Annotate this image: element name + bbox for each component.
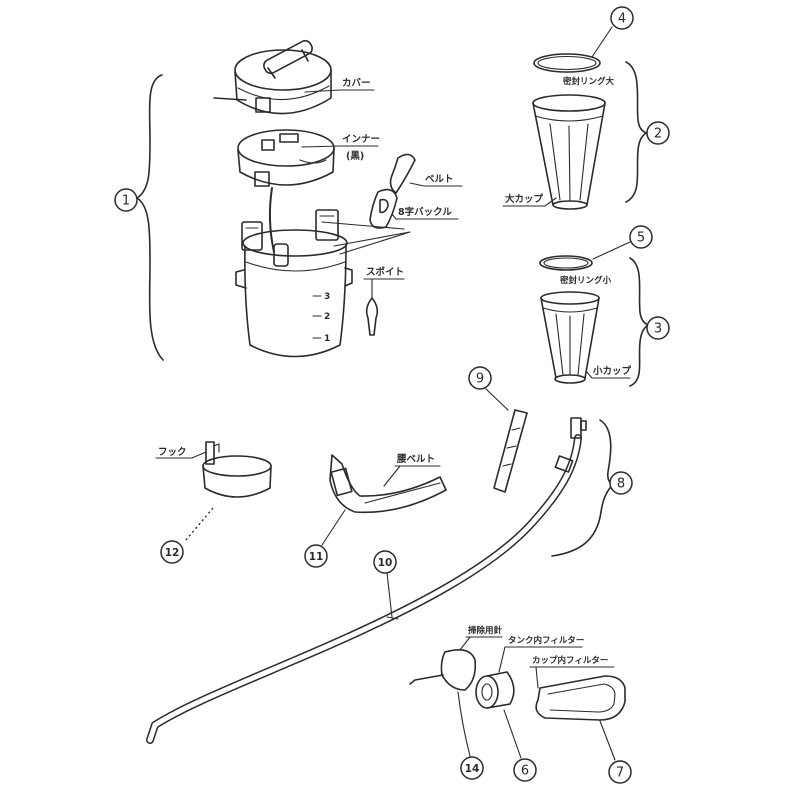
callout-2: 2 bbox=[646, 121, 670, 145]
callout-4-number: 4 bbox=[618, 12, 626, 27]
callout-14: 14 bbox=[460, 756, 484, 780]
callout-8-number: 8 bbox=[617, 477, 625, 492]
callout-9-number: 9 bbox=[476, 372, 484, 387]
callout-8: 8 bbox=[609, 471, 633, 495]
hook-ring-leader bbox=[185, 507, 214, 541]
ring-small-leader bbox=[592, 241, 631, 260]
tank-filter-leader bbox=[498, 646, 583, 673]
cup-filter-callout-leader bbox=[599, 720, 616, 761]
callout-12: 12 bbox=[160, 540, 184, 564]
cover-leader bbox=[304, 89, 375, 93]
callout-2-number: 2 bbox=[654, 127, 662, 142]
cup-large-label: 大カップ bbox=[505, 193, 544, 205]
belt-label: ベルト bbox=[425, 174, 454, 185]
brace-3 bbox=[629, 257, 649, 387]
ring-large-part bbox=[533, 53, 601, 73]
buckle-part bbox=[369, 188, 398, 229]
tank-filter-part bbox=[475, 671, 515, 709]
callout-12-number: 12 bbox=[165, 547, 180, 559]
tank-filter-callout-leader bbox=[503, 709, 522, 759]
brace-1 bbox=[136, 74, 164, 361]
waist-belt-callout-leader bbox=[321, 509, 346, 546]
callout-10: 10 bbox=[373, 550, 397, 574]
cup-filter-leader bbox=[529, 666, 615, 689]
callout-9: 9 bbox=[468, 366, 492, 390]
callout-11-number: 11 bbox=[309, 551, 324, 563]
tube-connector bbox=[554, 417, 587, 473]
ring-large-label: 密封リング大 bbox=[562, 76, 615, 87]
waist-belt-label: 腰ベルト bbox=[396, 454, 435, 465]
tank-scale-1: 1 bbox=[324, 334, 330, 344]
inner-label: インナー bbox=[342, 134, 380, 145]
waist-belt-part bbox=[329, 454, 447, 514]
dropper-leader bbox=[363, 278, 405, 299]
hook-label: フック bbox=[158, 447, 187, 458]
callout-6-number: 6 bbox=[521, 764, 529, 779]
callout-3-number: 3 bbox=[654, 322, 662, 337]
inner-part bbox=[237, 129, 335, 253]
callout-1-number: 1 bbox=[122, 194, 130, 209]
belt-part bbox=[389, 153, 416, 194]
buckle-label: 8字バックル bbox=[398, 206, 452, 218]
callout-6: 6 bbox=[513, 758, 537, 782]
belt-leader bbox=[409, 182, 463, 187]
cleaning-needle-part bbox=[409, 649, 477, 691]
tube-10-leader bbox=[386, 572, 399, 620]
dropper-label: スポイト bbox=[366, 266, 404, 278]
hook-ring-part bbox=[202, 441, 272, 498]
needle-callout-leader bbox=[457, 691, 471, 757]
tank-part bbox=[235, 209, 353, 358]
callout-3: 3 bbox=[646, 316, 670, 340]
ring-large-leader bbox=[591, 26, 613, 58]
strap-9-leader bbox=[485, 388, 509, 411]
callout-5: 5 bbox=[629, 225, 653, 249]
cup-large-part bbox=[532, 94, 606, 210]
tank-scale-3: 3 bbox=[324, 292, 330, 302]
needle-label: 掃除用針 bbox=[468, 625, 503, 636]
cup-filter-part bbox=[535, 675, 626, 721]
hook-leader bbox=[155, 451, 207, 459]
callout-11: 11 bbox=[304, 544, 328, 568]
inner-leader bbox=[301, 145, 379, 148]
callout-14-number: 14 bbox=[465, 763, 480, 775]
cover-label: カバー bbox=[342, 77, 371, 89]
cup-small-leader bbox=[585, 370, 631, 379]
callout-4: 4 bbox=[610, 6, 634, 30]
cover-part bbox=[213, 39, 332, 115]
ring-small-part bbox=[539, 255, 593, 271]
callout-5-number: 5 bbox=[637, 231, 645, 246]
callout-10-number: 10 bbox=[378, 557, 393, 569]
tank-filter-label: タンク内フィルター bbox=[508, 635, 584, 646]
callout-7: 7 bbox=[608, 760, 632, 784]
dropper-part bbox=[365, 297, 379, 336]
needle-leader bbox=[459, 636, 503, 651]
buckle-clip-leaders bbox=[321, 221, 411, 255]
tube-part bbox=[146, 434, 582, 744]
callout-1: 1 bbox=[114, 188, 138, 212]
callout-7-number: 7 bbox=[616, 766, 624, 781]
inner-note-label: (黒) bbox=[346, 151, 364, 162]
cup-filter-label: カップ内フィルター bbox=[532, 655, 608, 666]
waist-belt-leader bbox=[383, 465, 441, 487]
cup-small-part bbox=[540, 291, 600, 384]
ring-small-label: 密封リング小 bbox=[559, 275, 612, 286]
buckle-leader bbox=[391, 213, 459, 220]
brace-2 bbox=[625, 61, 647, 203]
tank-scale-2: 2 bbox=[324, 312, 330, 322]
cup-large-leader bbox=[502, 197, 557, 207]
strap-9-part bbox=[493, 409, 528, 493]
cup-small-label: 小カップ bbox=[592, 365, 632, 377]
